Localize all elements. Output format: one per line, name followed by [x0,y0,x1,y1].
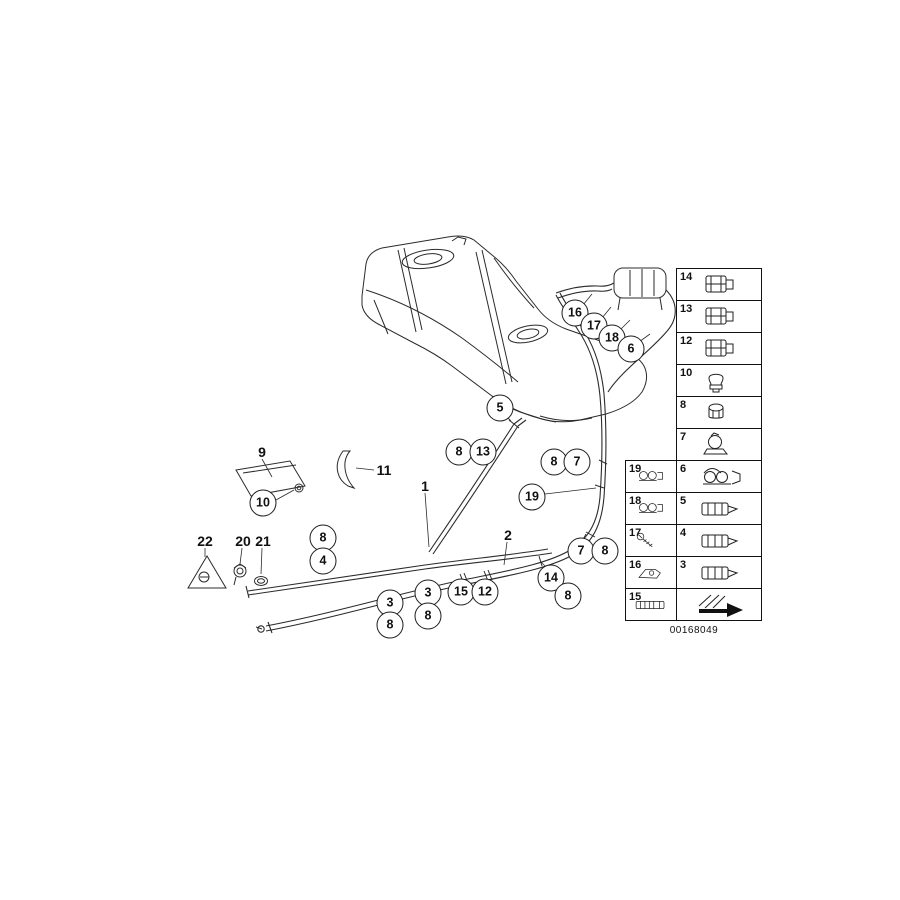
legend-cell-3[interactable]: 3 [676,556,762,589]
fuel-tank-drawing [361,235,667,423]
legend-cell-10[interactable]: 10 [676,364,762,397]
callout-8[interactable]: 8 [540,448,568,476]
legend-cell-4[interactable]: 4 [676,524,762,557]
legend-cell-16[interactable]: 16 [625,556,677,589]
callout-13[interactable]: 13 [469,438,497,466]
legend-number: 19 [629,463,642,475]
clip-angle-icon [638,568,661,579]
callout-8[interactable]: 8 [414,602,442,630]
legend-number: 14 [680,271,693,283]
clip-square-icon [705,307,734,325]
clip-flat-icon [701,534,739,548]
legend-cell-14[interactable]: 14 [676,268,762,301]
legend-number: 7 [680,431,687,443]
clip-round-icon [703,432,729,455]
callout-10[interactable]: 10 [249,489,277,517]
part-label-1[interactable]: 1 [421,478,429,494]
legend-number: 13 [680,303,693,315]
part-label-20[interactable]: 20 [235,533,251,549]
callout-8[interactable]: 8 [554,582,582,610]
legend-number: 15 [629,591,642,603]
legend-cell-18[interactable]: 18 [625,492,677,525]
clip-flat-icon [701,502,739,516]
legend-number: 10 [680,367,693,379]
legend-number: 6 [680,463,687,475]
legend-number: 8 [680,399,687,411]
callout-8[interactable]: 8 [591,537,619,565]
direction-arrow-icon [698,594,743,617]
callout-19[interactable]: 19 [518,483,546,511]
callout-15[interactable]: 15 [447,578,475,606]
legend-cell-12[interactable]: 12 [676,332,762,365]
callout-3[interactable]: 3 [414,579,442,607]
nut-icon [708,403,724,419]
legend-cell-8[interactable]: 8 [676,396,762,429]
legend-cell-19[interactable]: 19 [625,460,677,493]
legend-number: 3 [680,559,687,571]
part-label-9[interactable]: 9 [258,444,266,460]
clip-square-icon [705,339,734,357]
legend-number: 17 [629,527,642,539]
legend-cell-arrow[interactable] [676,588,762,621]
misc-parts [187,450,356,589]
callout-7[interactable]: 7 [567,537,595,565]
leader-lines [204,293,651,575]
clip-long-icon [635,600,665,610]
holder-double-icon [639,471,663,482]
legend-cell-6[interactable]: 6 [676,460,762,493]
callout-8[interactable]: 8 [445,438,473,466]
callout-8[interactable]: 8 [309,524,337,552]
callout-8[interactable]: 8 [376,611,404,639]
callout-5[interactable]: 5 [486,394,514,422]
legend-number: 16 [629,559,642,571]
legend-cell-7[interactable]: 7 [676,428,762,461]
legend-number: 5 [680,495,687,507]
callout-12[interactable]: 12 [471,578,499,606]
clip-square-icon [705,275,734,293]
clip-flat-icon [701,566,739,580]
screw-icon [636,532,653,548]
legend-cell-5[interactable]: 5 [676,492,762,525]
image-number: 00168049 [669,625,719,636]
legend-cell-17[interactable]: 17 [625,524,677,557]
legend-cell-13[interactable]: 13 [676,300,762,333]
part-label-11[interactable]: 11 [376,462,392,478]
callout-6[interactable]: 6 [617,335,645,363]
holder-double-icon [639,503,663,514]
legend-number: 4 [680,527,687,539]
part-label-22[interactable]: 22 [197,533,213,549]
callout-7[interactable]: 7 [563,448,591,476]
legend-number: 18 [629,495,642,507]
part-label-21[interactable]: 21 [255,533,271,549]
legend-number: 12 [680,335,693,347]
grommet-icon [708,373,724,393]
callout-4[interactable]: 4 [309,547,337,575]
part-label-2[interactable]: 2 [504,527,512,543]
clip-large-icon [703,468,741,485]
legend-cell-15[interactable]: 15 [625,588,677,621]
